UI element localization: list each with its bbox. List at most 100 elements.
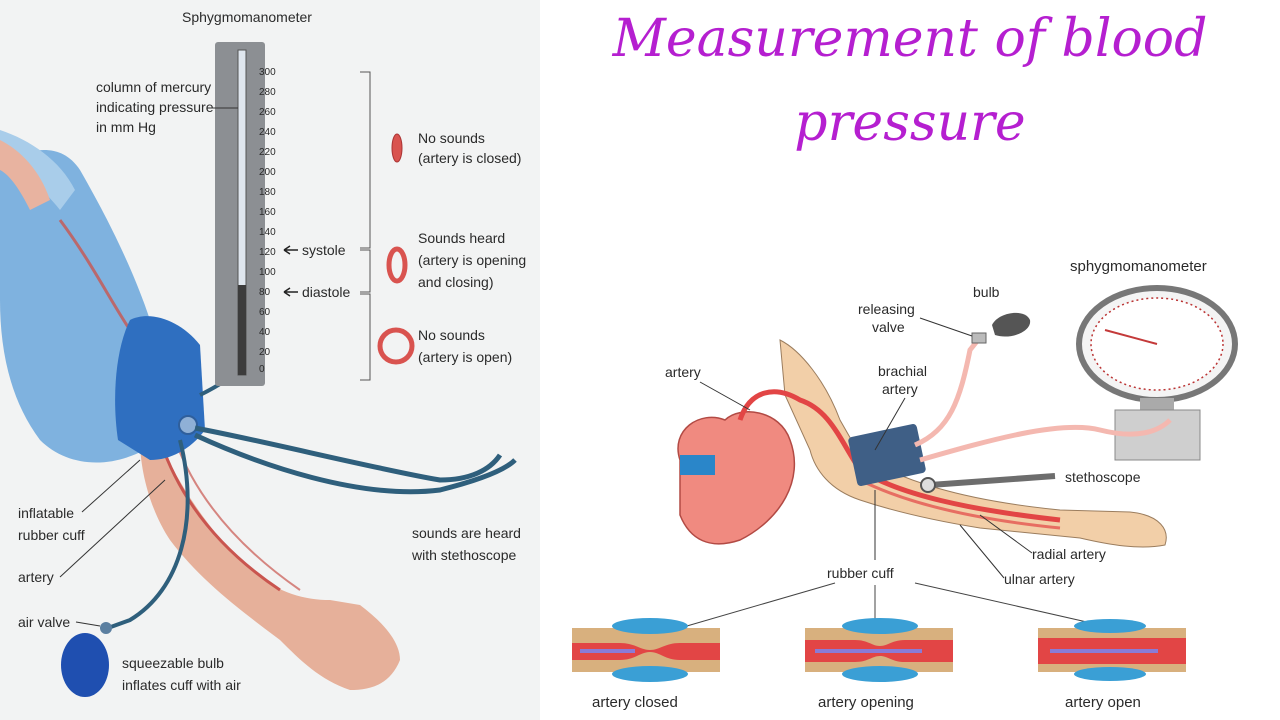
scale-tick: 300 xyxy=(259,67,276,78)
radial-pointer xyxy=(979,514,1033,554)
vessel-closed xyxy=(572,618,720,682)
stethoscope-label: stethoscope xyxy=(1065,469,1141,485)
state-open-detail: (artery is open) xyxy=(418,349,512,365)
bracket-opening xyxy=(360,249,371,293)
gauge-stand xyxy=(1140,398,1174,412)
right-bulb xyxy=(992,312,1031,337)
arm-skin xyxy=(140,420,400,690)
valve-pointer xyxy=(75,621,101,627)
diastole-arrow xyxy=(283,287,298,297)
squeezable-bulb xyxy=(61,633,109,697)
scale-tick: 160 xyxy=(259,207,276,218)
left-diagram-panel: 300 280 260 240 220 200 180 160 140 120 … xyxy=(0,0,540,720)
scale-tick: 40 xyxy=(259,327,271,338)
scale-tick: 240 xyxy=(259,127,276,138)
cuff-connector xyxy=(178,415,198,435)
artery-label: artery xyxy=(18,569,54,585)
artery-pointer xyxy=(699,381,751,411)
releasing-valve xyxy=(971,332,987,344)
bracket-closed xyxy=(360,71,371,249)
systole-label: systole xyxy=(302,242,346,258)
state-open-title: No sounds xyxy=(418,327,485,343)
gauge-needle xyxy=(1104,329,1158,345)
scale-tick: 180 xyxy=(259,187,276,198)
vessel-state-label: artery closed xyxy=(592,694,678,711)
scale-tick: 120 xyxy=(259,247,276,258)
arm-artery-line xyxy=(158,439,281,592)
artery-open-icon xyxy=(377,327,415,365)
scale-tick: 200 xyxy=(259,167,276,178)
cuff-pointer xyxy=(81,459,141,513)
vessel-opening xyxy=(805,618,953,682)
mercury-column xyxy=(238,285,246,375)
state-opening-detail: and closing) xyxy=(418,274,494,290)
gauge-base xyxy=(1114,409,1201,461)
stethoscope-tube-2 xyxy=(193,432,517,495)
brachial-label-line: brachial xyxy=(878,363,927,379)
bulb-label-line: squeezable bulb xyxy=(122,655,224,671)
releasing-valve-label-line: valve xyxy=(872,319,905,335)
state-opening-detail: (artery is opening xyxy=(418,252,526,268)
diastole-label: diastole xyxy=(302,284,350,300)
state-closed-detail: (artery is closed) xyxy=(418,150,521,166)
cuff-label-line: rubber cuff xyxy=(18,527,85,543)
brachial-pointer xyxy=(874,397,906,451)
stethoscope-tube xyxy=(929,473,1056,488)
right-bulb-label: bulb xyxy=(973,284,1000,300)
right-artery-label: artery xyxy=(665,364,701,380)
stethoscope-label-line: sounds are heard xyxy=(412,525,521,541)
radial-artery-label: radial artery xyxy=(1032,546,1106,562)
gauge-tube xyxy=(919,418,1172,463)
vessel-state-label: artery open xyxy=(1065,694,1141,711)
scale-tick: 220 xyxy=(259,147,276,158)
right-diagram-panel: Measurement of blood pressure sphygmoman… xyxy=(540,0,1280,720)
systole-arrow xyxy=(283,245,298,255)
mercury-label-line: indicating pressure xyxy=(96,99,214,115)
mercury-label-line: in mm Hg xyxy=(96,119,156,135)
gauge-label: sphygmomanometer xyxy=(1070,258,1207,275)
scale-tick: 140 xyxy=(259,227,276,238)
right-diagram-svg: sphygmomanometer bulb releasing valve ar… xyxy=(572,258,1238,711)
heart-vessel xyxy=(680,455,715,475)
scale-tick: 60 xyxy=(259,307,271,318)
scale-tick: 280 xyxy=(259,87,276,98)
scale-tick: 100 xyxy=(259,267,276,278)
neck-skin xyxy=(0,140,50,210)
scale-tick: 80 xyxy=(259,287,271,298)
manometer-scale: 300 280 260 240 220 200 180 160 140 120 … xyxy=(259,67,276,375)
cuff-pointer-left xyxy=(679,582,836,629)
artery-pointer xyxy=(59,479,166,578)
stethoscope-tube-1 xyxy=(194,425,503,483)
inflatable-cuff xyxy=(115,316,205,460)
vessel-state-label: artery opening xyxy=(818,694,914,711)
state-opening-title: Sounds heard xyxy=(418,230,505,246)
ulnar-pointer xyxy=(959,524,1005,579)
state-closed-title: No sounds xyxy=(418,130,485,146)
vessel-open xyxy=(1038,619,1186,681)
page-heading-line-1: Measurement of blood xyxy=(612,9,1208,69)
scale-tick: 20 xyxy=(259,347,271,358)
cuff-label-line: inflatable xyxy=(18,505,74,521)
mercury-label-line: column of mercury xyxy=(96,79,211,95)
rubber-cuff-label: rubber cuff xyxy=(827,565,894,581)
upper-artery-line xyxy=(58,219,132,331)
air-valve xyxy=(100,622,112,634)
brachial-label-line: artery xyxy=(882,381,918,397)
page-heading-line-2: pressure xyxy=(794,93,1026,153)
bracket-open xyxy=(360,293,371,381)
artery-to-arm xyxy=(737,389,1061,523)
scale-tick: 0 xyxy=(259,364,265,375)
bulb-label-line: inflates cuff with air xyxy=(122,677,241,693)
artery-closed-icon xyxy=(391,133,403,163)
releasing-valve-label-line: releasing xyxy=(858,301,915,317)
shirt-collar xyxy=(0,130,75,210)
valve-tube xyxy=(913,338,980,448)
artery-opening-icon xyxy=(386,246,408,284)
stethoscope-label-line: with stethoscope xyxy=(411,547,516,563)
valve-pointer xyxy=(919,317,973,337)
left-diagram-svg: 300 280 260 240 220 200 180 160 140 120 … xyxy=(0,9,526,697)
artery-to-arm-2 xyxy=(859,478,1061,530)
bulb-tube xyxy=(107,439,190,630)
stethoscope-head xyxy=(920,477,936,493)
scale-tick: 260 xyxy=(259,107,276,118)
